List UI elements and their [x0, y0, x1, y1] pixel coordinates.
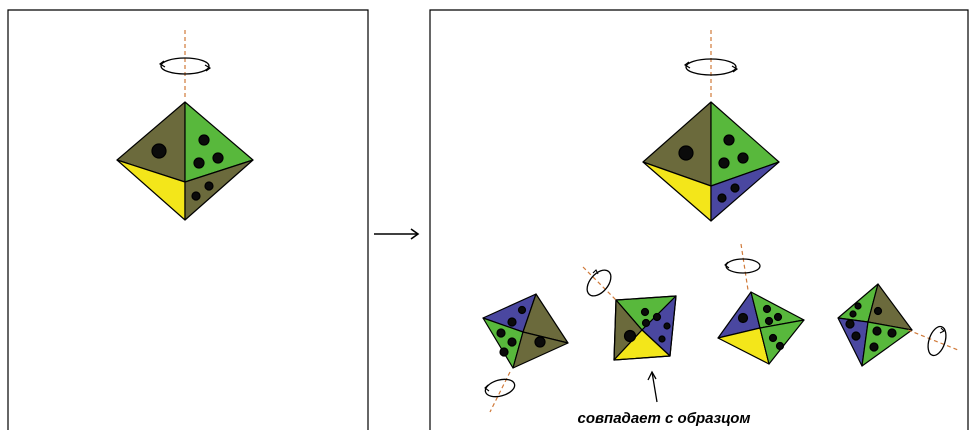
sample-dot — [212, 152, 224, 164]
sample-rotation-axis — [158, 30, 212, 100]
sample-dot — [191, 191, 201, 201]
candidate-3-octahedron — [717, 291, 805, 365]
candidate-2-octahedron — [613, 295, 677, 361]
candidate-3-rotation-axis — [724, 243, 761, 291]
reference-rotation-axis — [683, 30, 739, 100]
match-pointer-arrow — [647, 370, 658, 403]
transition-arrow — [374, 228, 420, 240]
candidate-4-rotation-axis — [907, 325, 959, 357]
candidate-4-octahedron — [837, 283, 913, 367]
sample-dot — [198, 134, 210, 146]
sample-dot — [193, 157, 205, 169]
candidate-2-rotation-axis — [582, 266, 619, 303]
sample-panel-frame — [7, 9, 369, 430]
reference-octahedron — [642, 101, 780, 222]
sample-dot — [204, 181, 214, 191]
sample-dot — [151, 143, 167, 159]
candidates-panel-frame — [429, 9, 969, 430]
sample-octahedron — [116, 101, 254, 221]
candidate-1-rotation-axis — [484, 371, 516, 413]
candidate-1-octahedron — [482, 293, 569, 369]
match-caption: совпадает с образцом — [577, 410, 750, 427]
